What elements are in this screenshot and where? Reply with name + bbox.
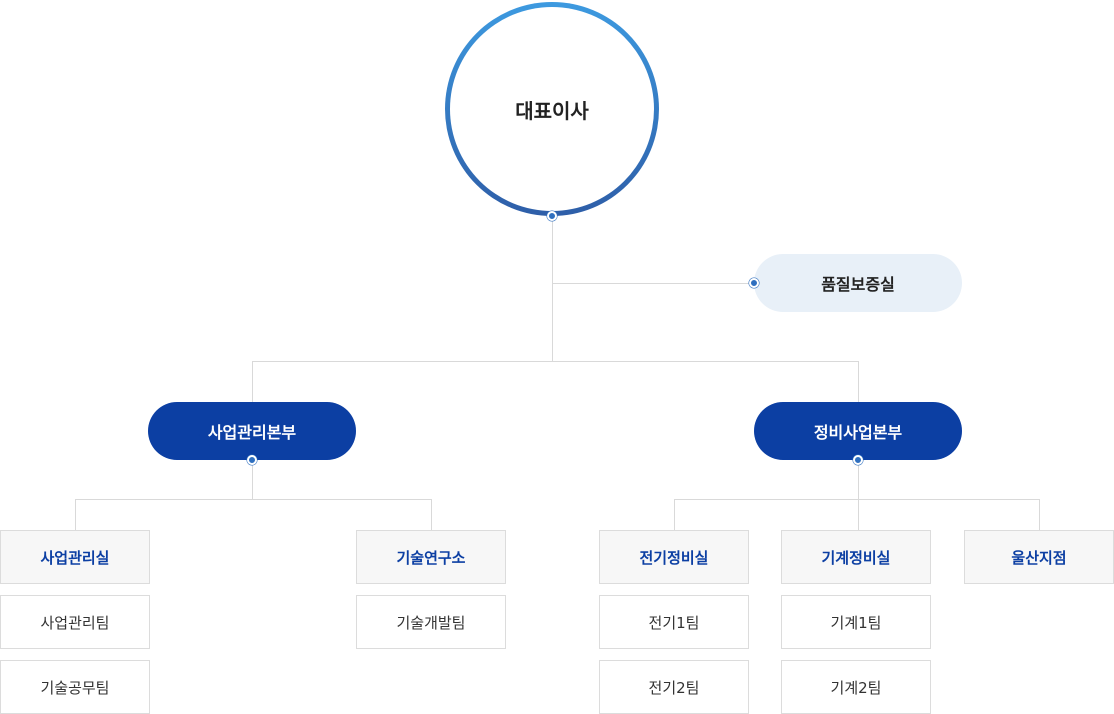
dept-electrical-maintenance: 전기정비실 — [599, 530, 749, 584]
ceo-node: 대표이사 — [445, 2, 659, 216]
qa-node: 품질보증실 — [754, 254, 962, 312]
division-right-dot — [853, 455, 863, 465]
connector-qa — [552, 283, 754, 284]
team-electrical-2: 전기2팀 — [599, 660, 749, 714]
division-business-management: 사업관리본부 — [148, 402, 356, 460]
team-electrical-1: 전기1팀 — [599, 595, 749, 649]
team-mechanical-2: 기계2팀 — [781, 660, 931, 714]
connector-division-left — [252, 361, 253, 402]
connector-right-dept3 — [1039, 499, 1040, 530]
connector-left-down — [252, 460, 253, 500]
connector-left-dept1 — [75, 499, 76, 530]
dept-business-management-office: 사업관리실 — [0, 530, 150, 584]
ceo-connector-dot — [547, 211, 557, 221]
connector-divisions-horizontal — [252, 361, 859, 362]
division-left-dot — [247, 455, 257, 465]
connector-left-horizontal — [75, 499, 432, 500]
division-maintenance-business: 정비사업본부 — [754, 402, 962, 460]
ceo-label: 대표이사 — [450, 7, 654, 211]
team-technical-development: 기술개발팀 — [356, 595, 506, 649]
dept-ulsan-branch: 울산지점 — [964, 530, 1114, 584]
connector-right-dept1 — [674, 499, 675, 530]
connector-right-horizontal — [674, 499, 1040, 500]
team-mechanical-1: 기계1팀 — [781, 595, 931, 649]
connector-division-right — [858, 361, 859, 402]
team-technical-affairs: 기술공무팀 — [0, 660, 150, 714]
qa-connector-dot — [749, 278, 759, 288]
connector-left-dept2 — [431, 499, 432, 530]
connector-right-down — [858, 460, 859, 530]
dept-technical-research: 기술연구소 — [356, 530, 506, 584]
dept-mechanical-maintenance: 기계정비실 — [781, 530, 931, 584]
team-business-management: 사업관리팀 — [0, 595, 150, 649]
connector-ceo-trunk — [552, 216, 553, 361]
